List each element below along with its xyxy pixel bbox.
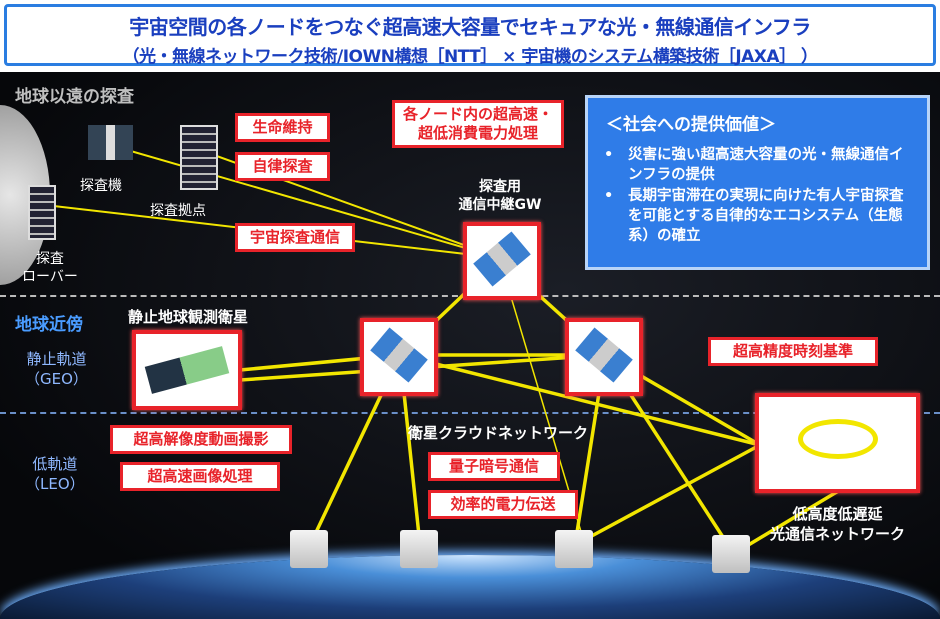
- title-box: 宇宙空間の各ノードをつなぐ超高速大容量でセキュアな光・無線通信インフラ （光・無…: [4, 4, 936, 67]
- rover-icon: [28, 185, 56, 240]
- optical-network-label-2: 光通信ネットワーク: [770, 524, 906, 543]
- leo-label-2: （LEO）: [25, 474, 85, 493]
- leo-label-1: 低軌道: [32, 455, 78, 473]
- divider-geo-leo: [0, 412, 940, 414]
- cloud-satellite-icon: [360, 318, 438, 396]
- geo-observation-satellite-icon: [132, 330, 242, 410]
- title-main: 宇宙空間の各ノードをつなぐ超高速大容量でセキュアな光・無線通信インフラ: [129, 15, 811, 39]
- rover-label-2: ローバー: [22, 269, 78, 286]
- geo-satellite-label: 静止地球観測衛星: [128, 308, 249, 326]
- probe-label: 探査機: [80, 178, 122, 194]
- rover-label-1: 探査: [35, 251, 64, 267]
- ground-station-icon: [555, 530, 593, 568]
- base-icon: [180, 125, 218, 190]
- ground-station-icon: [290, 530, 328, 568]
- autonomous-exploration-label: 自律探査: [235, 152, 330, 181]
- geo-label-1: 静止軌道: [26, 350, 87, 368]
- relay-gw-satellite-icon: [463, 222, 541, 300]
- precise-time-label: 超高精度時刻基準: [708, 337, 878, 366]
- social-value-item: 長期宇宙滞在の実現に向けた有人宇宙探査を可能とする自律的なエコシステム（生態系）…: [598, 186, 917, 247]
- base-label: 探査拠点: [150, 203, 206, 219]
- near-earth-heading: 地球近傍: [15, 315, 83, 335]
- ground-station-icon: [712, 535, 750, 573]
- cloud-network-label: 衛星クラウドネットワーク: [408, 424, 589, 442]
- video-capture-label: 超高解像度動画撮影: [110, 425, 292, 454]
- gw-label-2: 通信中継GW: [458, 197, 542, 214]
- image-processing-label: 超高速画像処理: [120, 462, 280, 491]
- probe-icon: [88, 125, 133, 160]
- cloud-satellite-icon: [565, 318, 643, 396]
- leo-optical-network-icon: [755, 393, 920, 493]
- social-value-box: ＜社会への提供価値＞ 災害に強い超高速大容量の光・無線通信インフラの提供長期宇宙…: [585, 95, 930, 270]
- gw-label-1: 探査用: [479, 179, 521, 195]
- optical-network-label-1: 低高度低遅延: [792, 505, 883, 523]
- processing-label-2: 超低消費電力処理: [417, 123, 538, 142]
- social-value-item: 災害に強い超高速大容量の光・無線通信インフラの提供: [598, 145, 917, 186]
- power-transfer-label: 効率的電力伝送: [428, 490, 578, 519]
- quantum-crypto-label: 量子暗号通信: [428, 452, 560, 481]
- geo-label-2: （GEO）: [25, 369, 88, 388]
- processing-label-1: 各ノード内の超高速・: [402, 105, 553, 123]
- social-value-heading: ＜社会への提供価値＞: [606, 115, 776, 135]
- deep-space-heading: 地球以遠の探査: [15, 87, 134, 107]
- life-support-label: 生命維持: [235, 113, 330, 142]
- ground-station-icon: [400, 530, 438, 568]
- space-exploration-comm-label: 宇宙探査通信: [235, 223, 355, 252]
- title-sub: （光・無線ネットワーク技術/IOWN構想［NTT］ × 宇宙機のシステム構築技術…: [122, 47, 818, 67]
